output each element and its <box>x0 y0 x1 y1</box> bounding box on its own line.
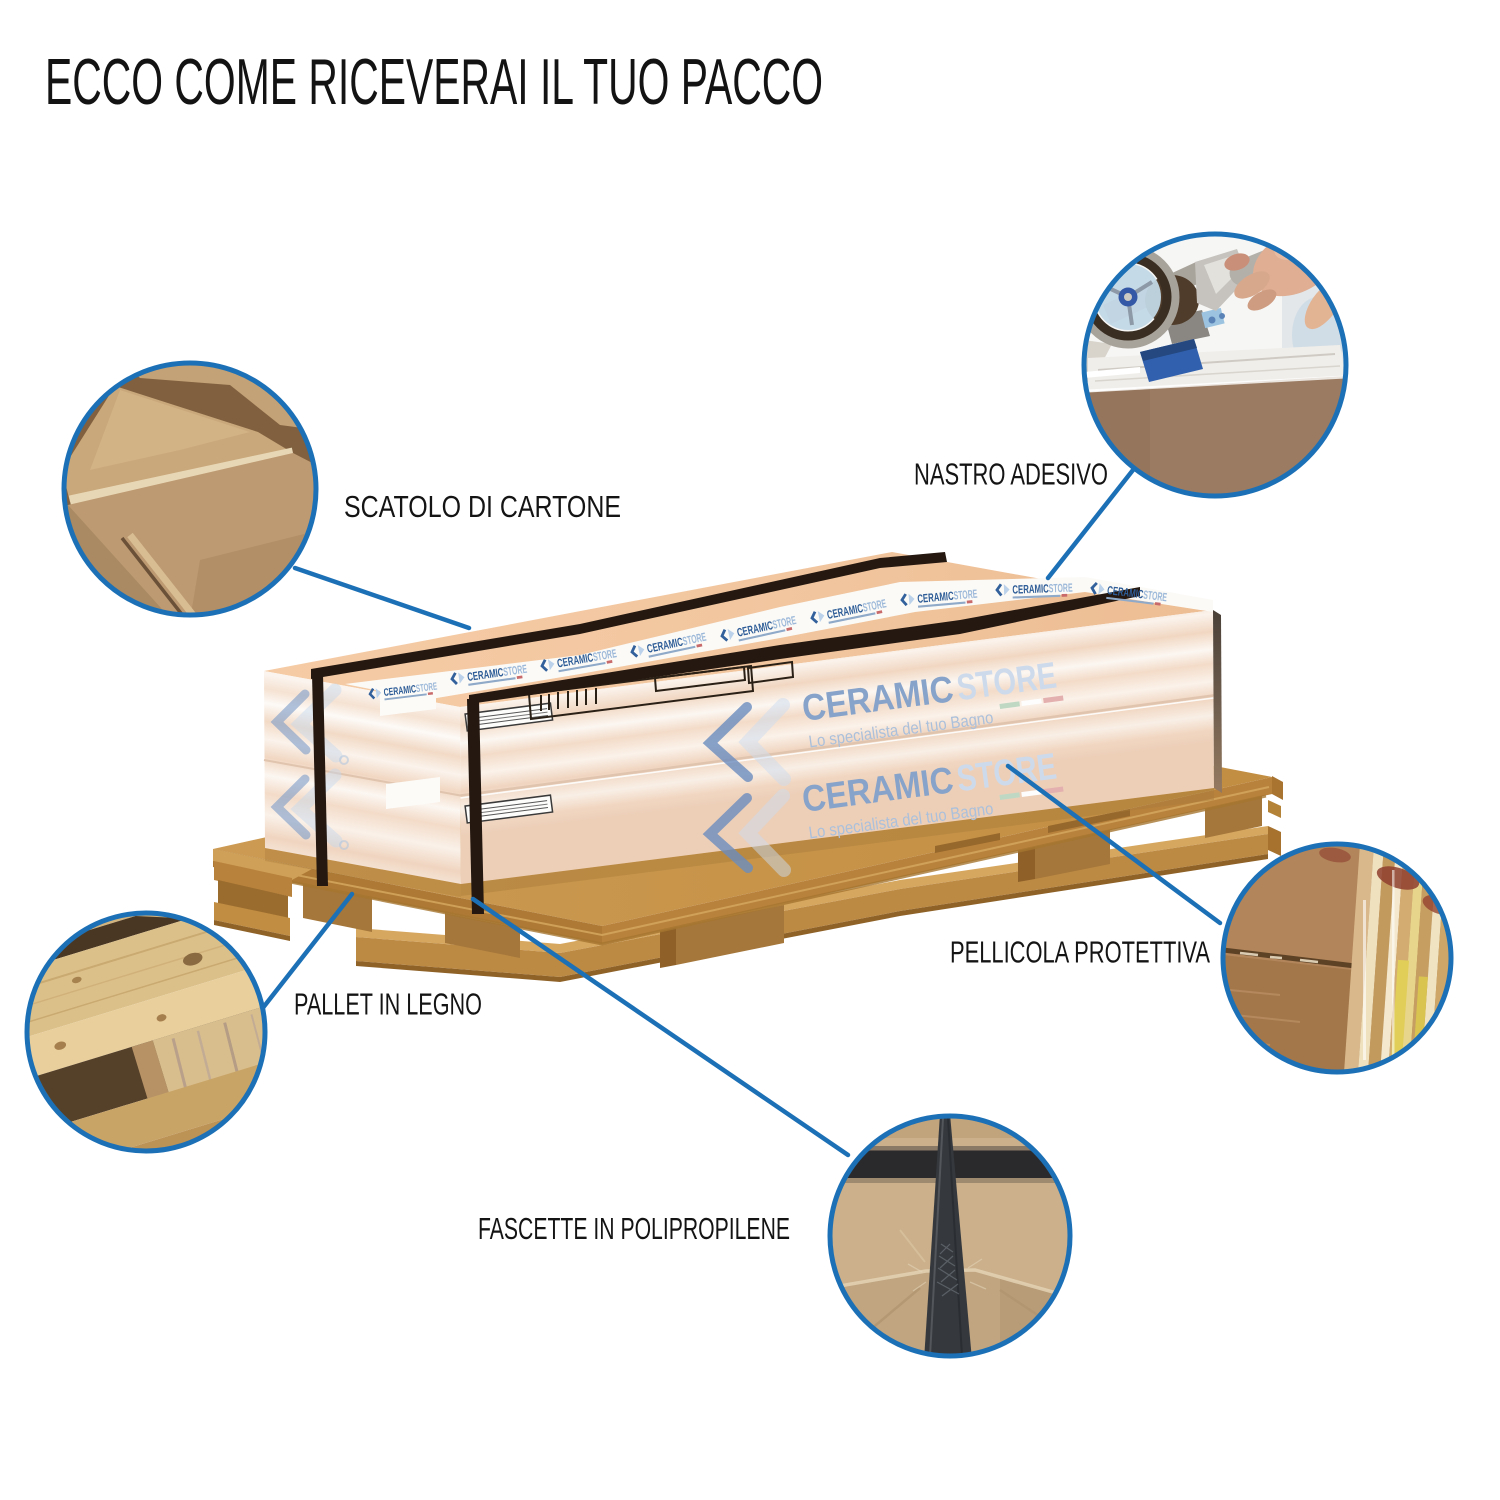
svg-text:FASCETTE IN POLIPROPILENE: FASCETTE IN POLIPROPILENE <box>478 1211 790 1246</box>
svg-text:ECCO COME RICEVERAI IL TUO PAC: ECCO COME RICEVERAI IL TUO PACCO <box>45 46 823 118</box>
svg-text:PALLET IN LEGNO: PALLET IN LEGNO <box>294 987 482 1022</box>
svg-text:PELLICOLA PROTETTIVA: PELLICOLA PROTETTIVA <box>950 935 1210 970</box>
svg-text:NASTRO ADESIVO: NASTRO ADESIVO <box>914 457 1108 492</box>
svg-text:SCATOLO DI CARTONE: SCATOLO DI CARTONE <box>344 489 621 524</box>
